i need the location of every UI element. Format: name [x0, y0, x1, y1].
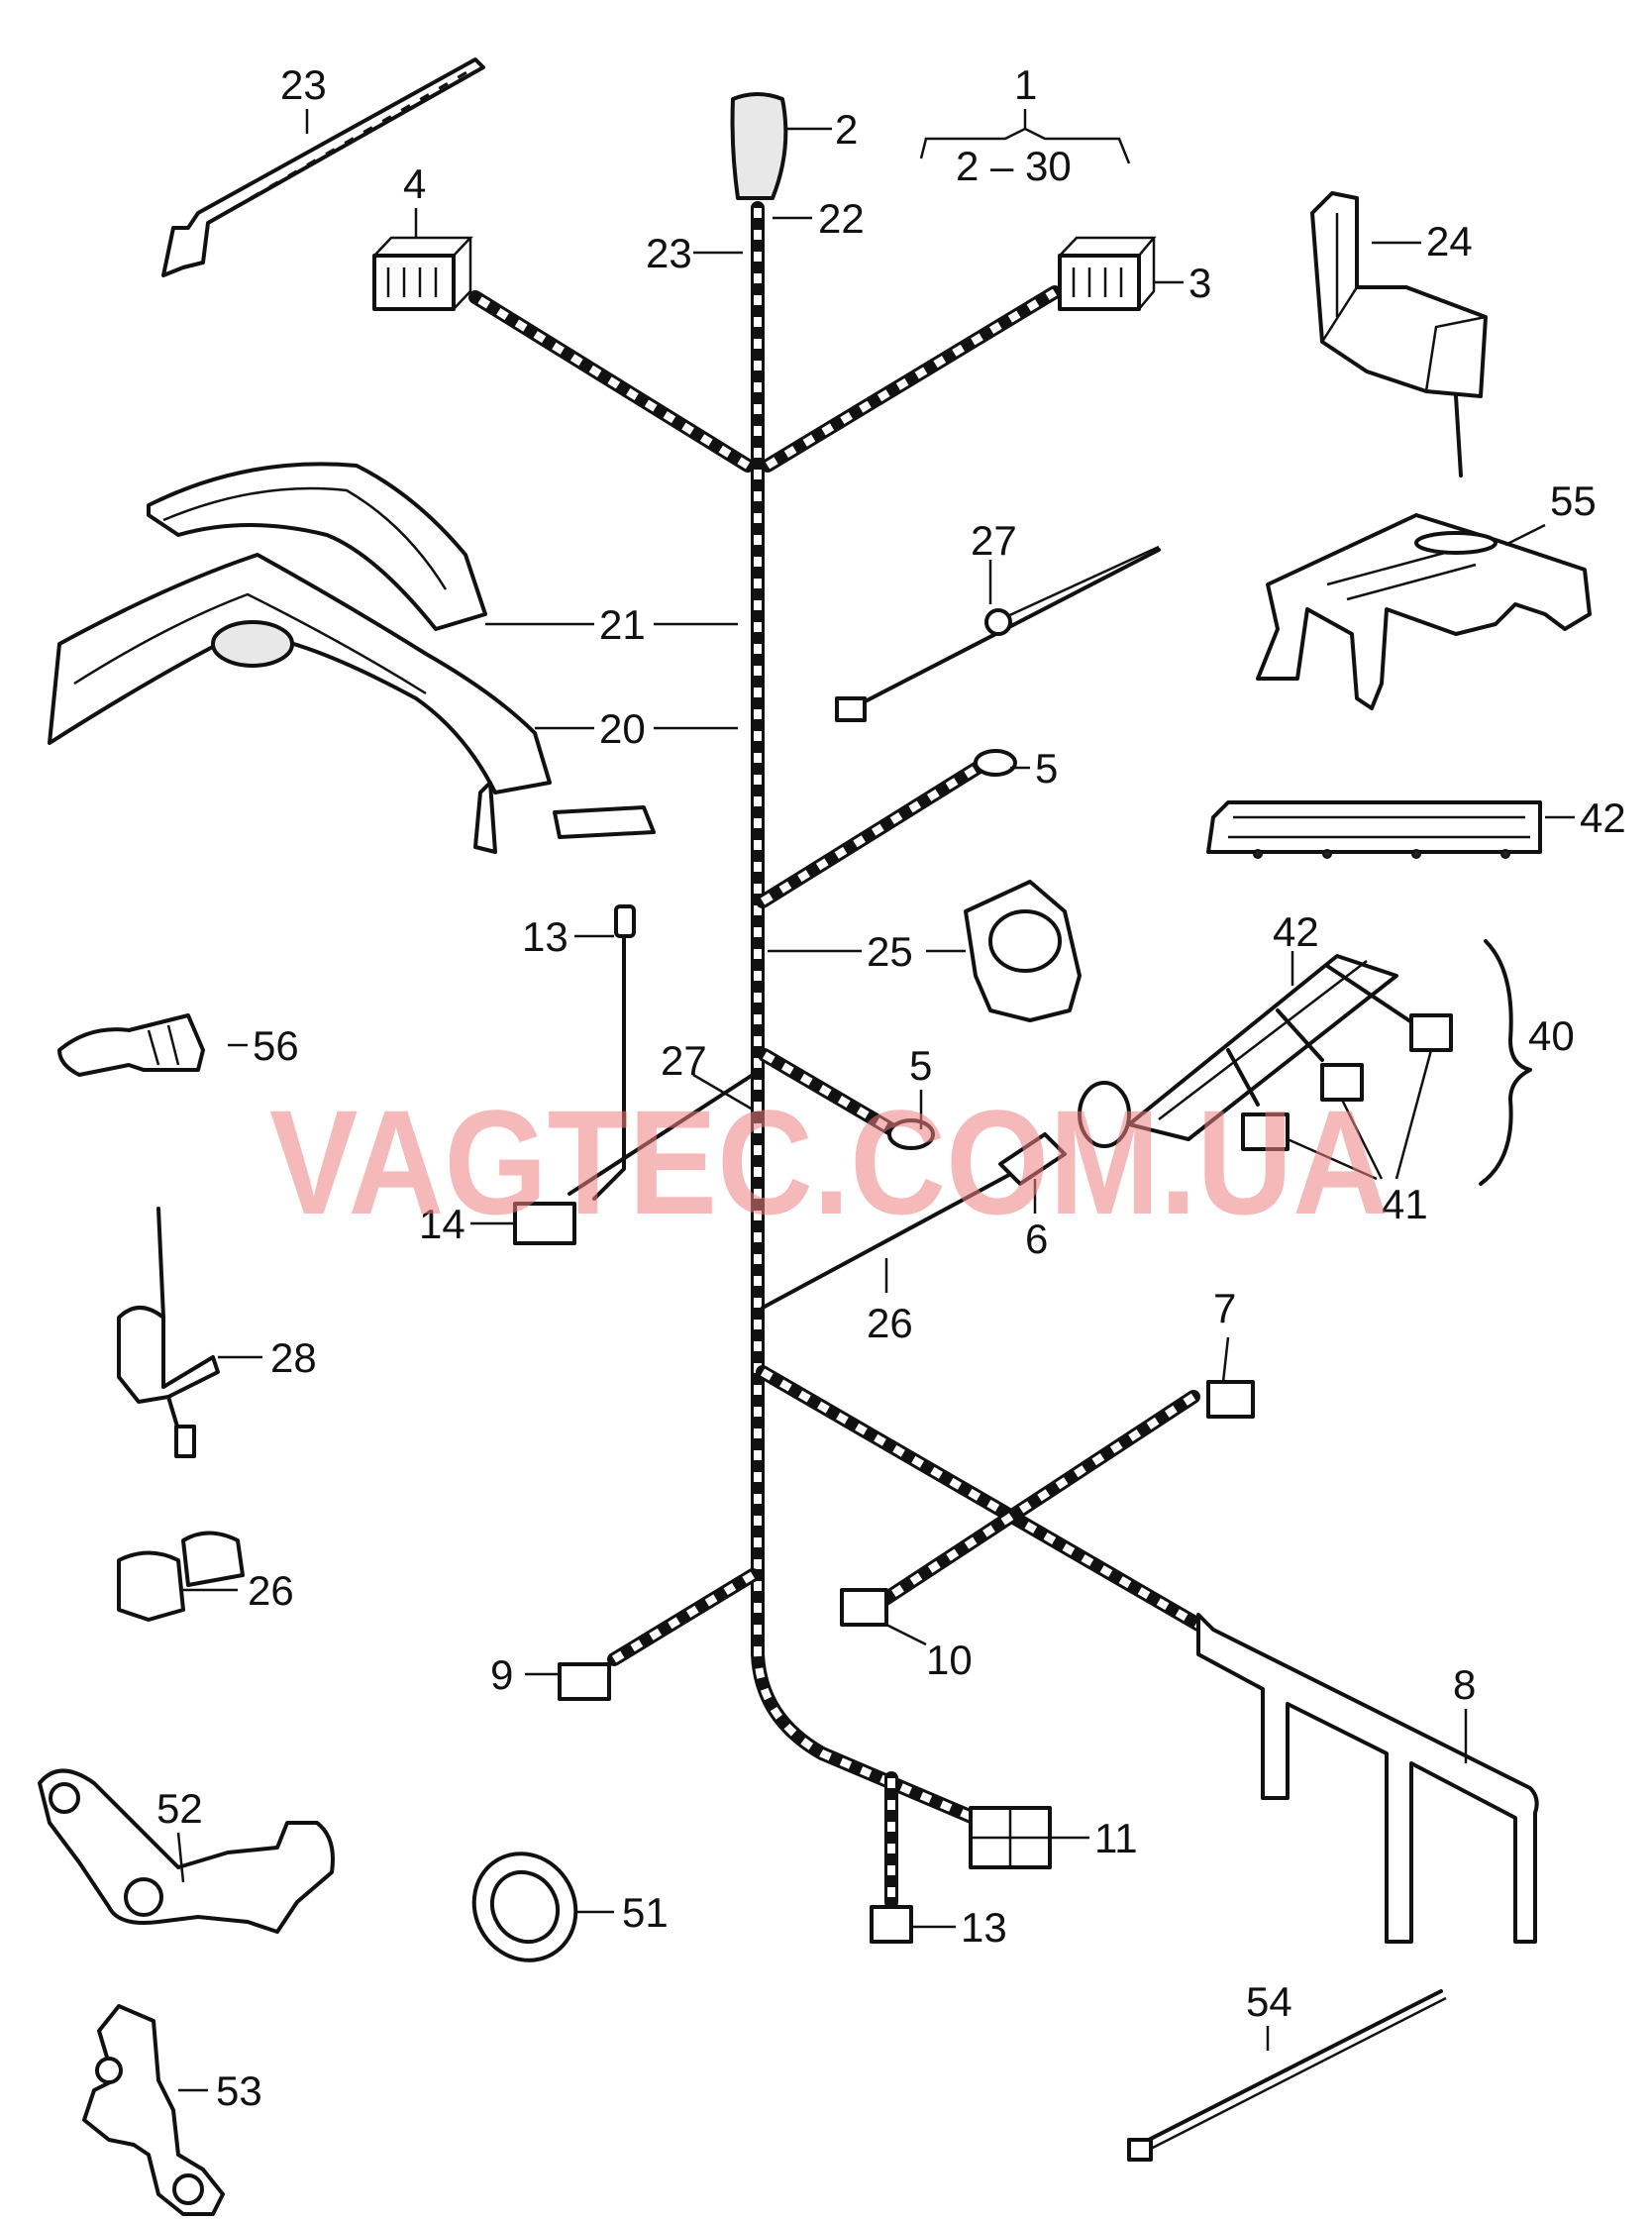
connector-13-lower — [870, 1905, 913, 1944]
clip-26 — [117, 1531, 245, 1622]
label-13-lower: 13 — [961, 1904, 1007, 1951]
rail-42-upper — [1206, 800, 1542, 859]
label-53: 53 — [216, 2067, 262, 2114]
leader-lines — [176, 109, 1575, 2092]
label-11: 11 — [1094, 1815, 1138, 1861]
label-14: 14 — [419, 1201, 465, 1247]
label-23-trunk: 23 — [646, 230, 692, 276]
cable-tie-27 — [835, 545, 1161, 722]
label-5-upper: 5 — [1035, 745, 1058, 792]
label-22: 22 — [818, 195, 865, 242]
label-26-clip: 26 — [248, 1567, 294, 1614]
bracket-53 — [82, 2004, 225, 2216]
sensor-13-upper — [614, 904, 636, 938]
sub-harness-40 — [1078, 939, 1532, 1186]
label-42-harness: 42 — [1273, 908, 1319, 955]
label-13-upper: 13 — [522, 913, 568, 960]
label-9: 9 — [490, 1651, 513, 1698]
label-2: 2 — [835, 106, 858, 153]
label-23-tie: 23 — [280, 61, 327, 108]
label-21: 21 — [599, 601, 646, 648]
bracket-52 — [38, 1768, 335, 1934]
grommet-51 — [471, 1852, 578, 1962]
label-41: 41 — [1382, 1181, 1428, 1227]
label-3: 3 — [1188, 260, 1211, 306]
bracket-55 — [1256, 513, 1592, 710]
label-51: 51 — [622, 1889, 669, 1936]
wire-duct-21 — [147, 462, 487, 631]
connector-7 — [1206, 1380, 1255, 1419]
label-54: 54 — [1246, 1978, 1292, 2025]
label-20: 20 — [599, 705, 646, 752]
label-4: 4 — [403, 160, 426, 207]
label-6: 6 — [1025, 1216, 1048, 1262]
main-harness — [468, 201, 1205, 1909]
label-27-lower: 27 — [661, 1037, 707, 1084]
label-group-range: 2 – 30 — [956, 143, 1072, 189]
label-5-lower: 5 — [909, 1042, 932, 1089]
label-42-rail: 42 — [1580, 794, 1626, 841]
label-10: 10 — [926, 1637, 973, 1683]
sleeve-6 — [998, 1132, 1067, 1186]
label-27-upper: 27 — [971, 517, 1017, 564]
connector-14 — [513, 1202, 576, 1245]
connector-3 — [1058, 236, 1157, 311]
connector-11 — [969, 1806, 1052, 1869]
label-24: 24 — [1426, 218, 1473, 265]
bracket-24 — [1310, 191, 1488, 477]
label-55: 55 — [1550, 477, 1597, 524]
clip-28 — [117, 1207, 220, 1458]
connector-9 — [558, 1662, 611, 1701]
label-26-wire: 26 — [867, 1300, 913, 1346]
label-group-number: 1 — [1014, 61, 1037, 108]
cable-tie-23 — [161, 57, 485, 277]
label-40: 40 — [1528, 1012, 1575, 1059]
clip-56 — [57, 1013, 205, 1077]
clip-25 — [964, 880, 1082, 1022]
label-8: 8 — [1453, 1661, 1476, 1708]
watermark: VAGTEC.COM.UA — [269, 1079, 1389, 1245]
label-25: 25 — [867, 928, 913, 975]
cable-tie-54 — [1127, 1989, 1447, 2162]
label-28: 28 — [270, 1334, 317, 1381]
wire-duct-20 — [48, 553, 656, 854]
label-52: 52 — [156, 1785, 203, 1832]
connector-2-housing — [730, 92, 788, 200]
connector-10 — [840, 1588, 888, 1627]
tube-8 — [1196, 1613, 1539, 1944]
label-7: 7 — [1213, 1285, 1236, 1331]
part-labels: 23 2 4 23 22 3 24 55 27 21 20 5 42 13 25… — [156, 61, 1626, 2114]
connector-4 — [372, 236, 473, 311]
label-56: 56 — [253, 1022, 299, 1069]
